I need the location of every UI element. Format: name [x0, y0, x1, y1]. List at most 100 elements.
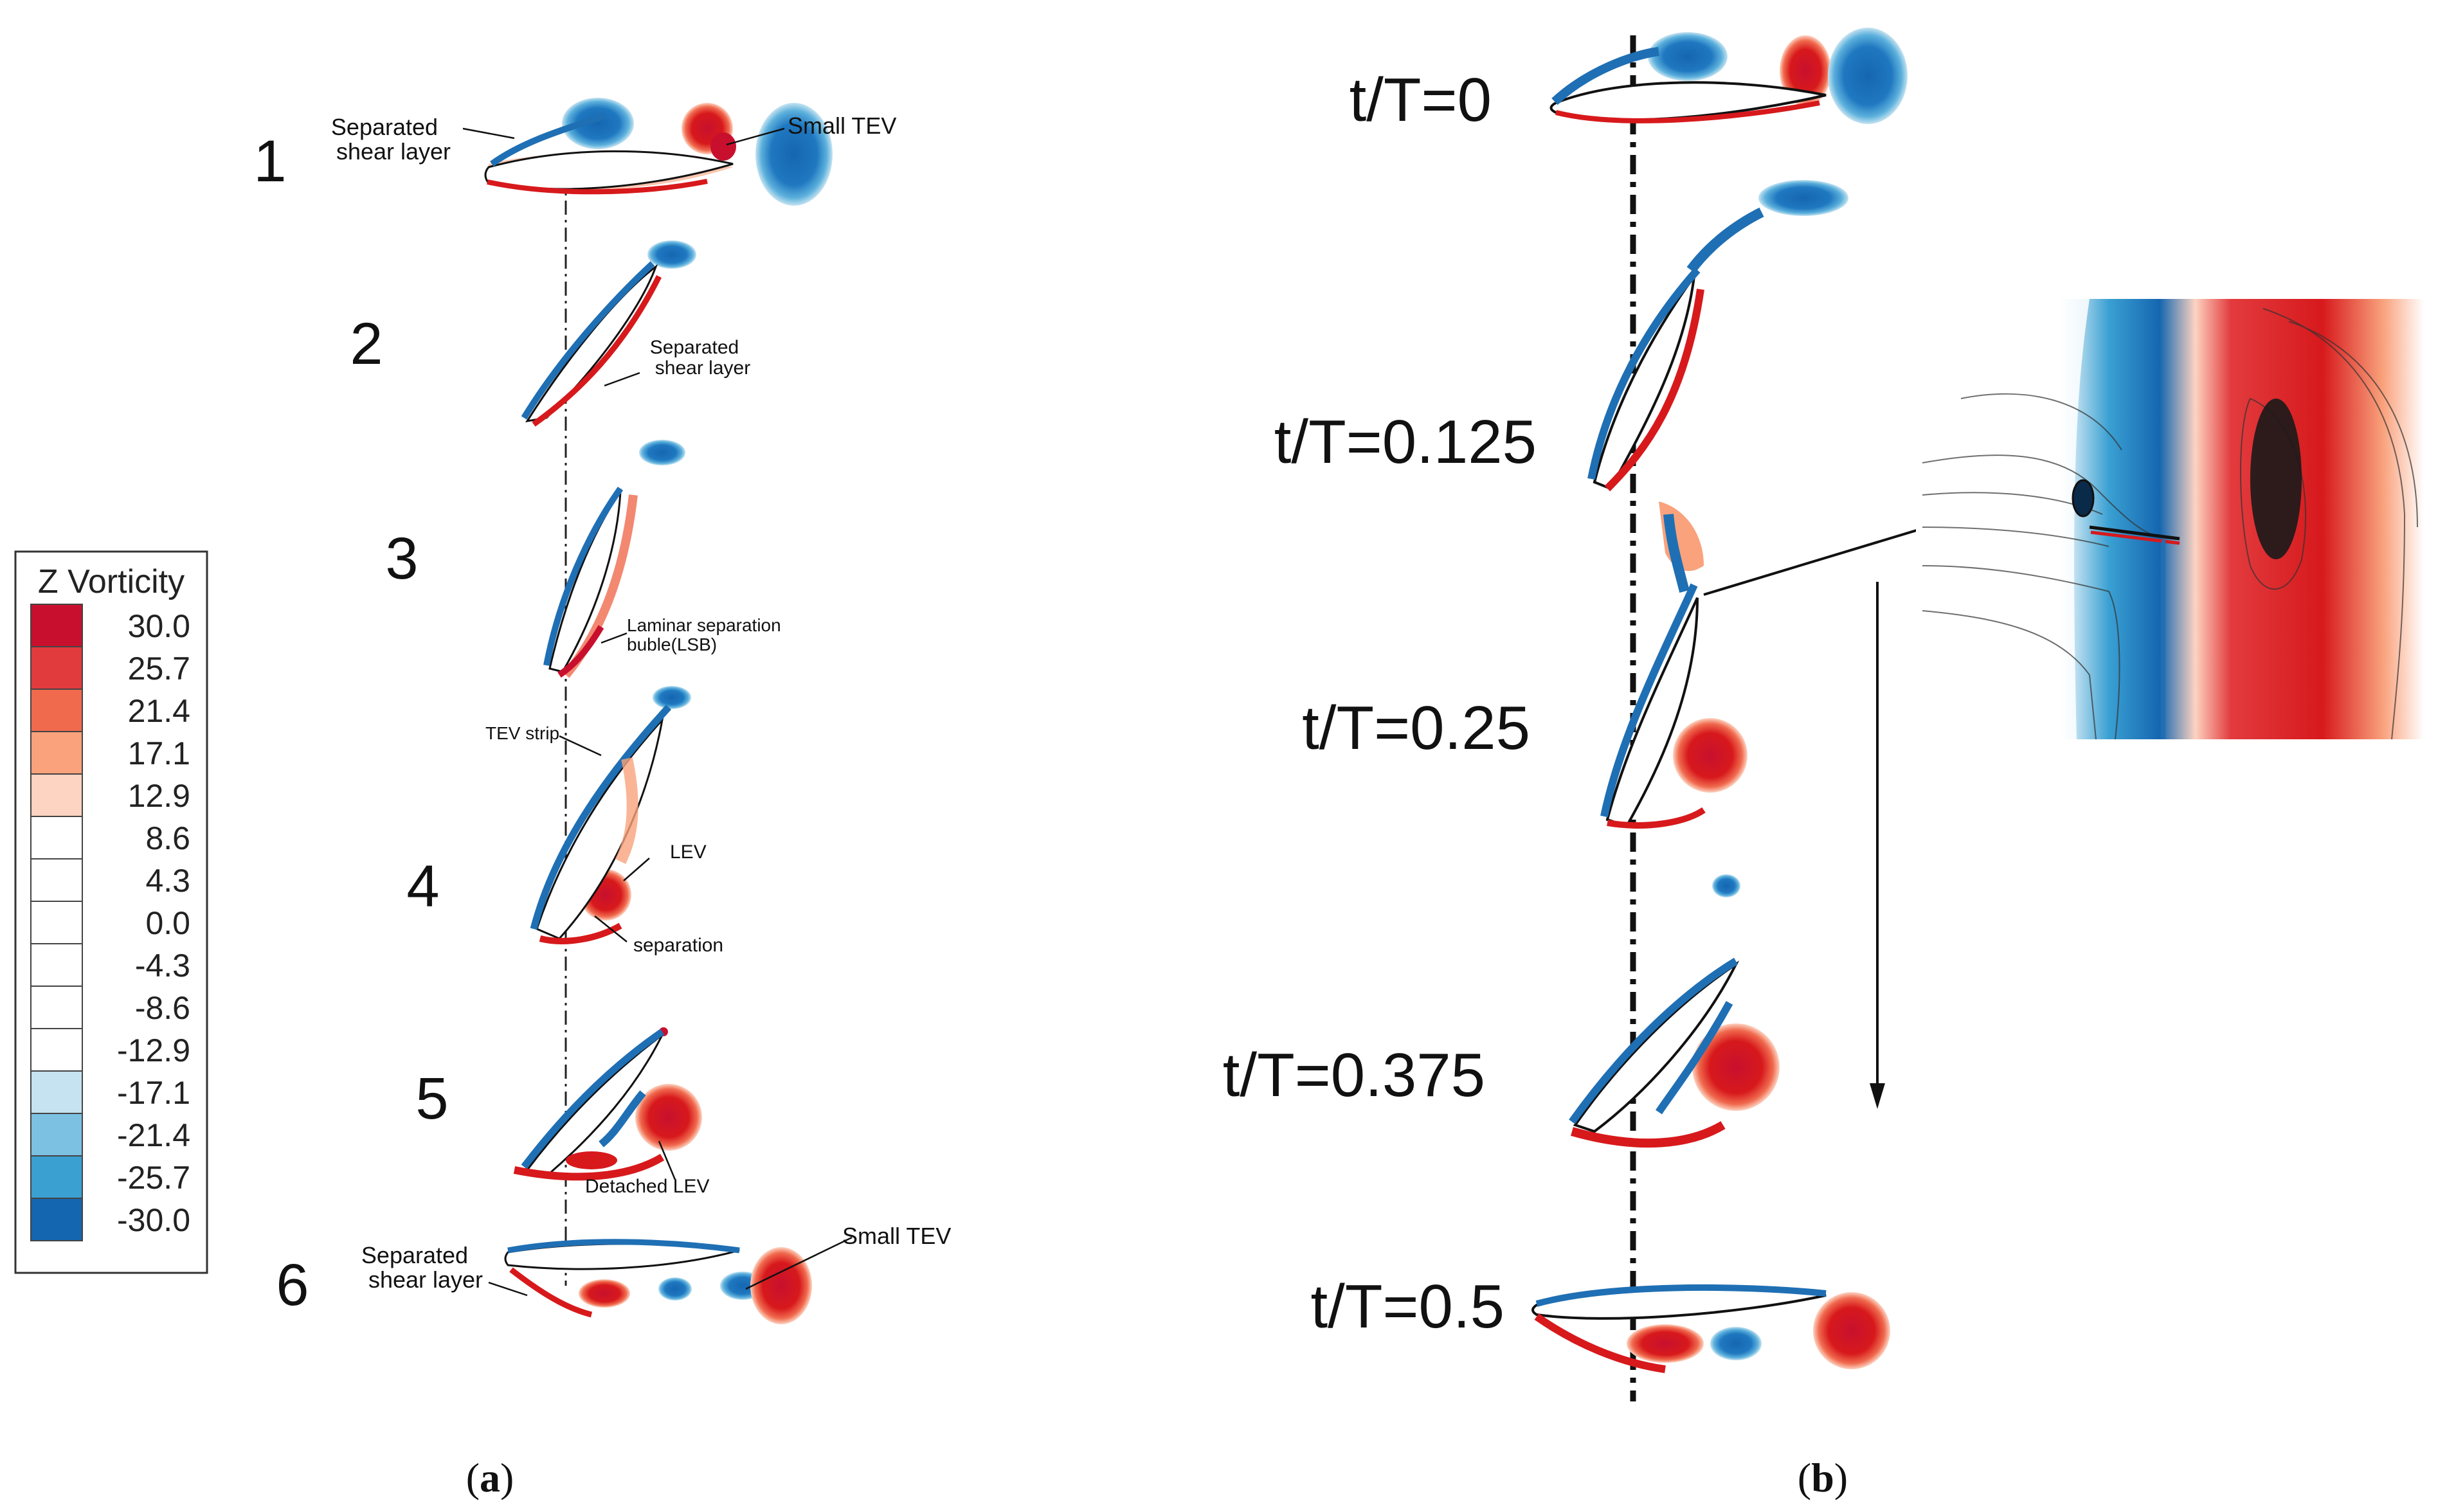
annotation-small-tev: Small TEV: [788, 113, 896, 139]
vortex-neg: [1828, 28, 1908, 124]
panel-b-frame-25: [1600, 501, 1747, 829]
shear-layer-neg: [521, 261, 655, 420]
legend-swatch: [30, 646, 83, 690]
annotation-shear-layer: shear layer: [655, 357, 750, 379]
shear-layer-pos: [1571, 1120, 1726, 1148]
panel-b-caption-letter: b: [1811, 1455, 1834, 1500]
panel-b-frame-375: [1569, 874, 1780, 1148]
time-label: t/T=0.25: [1302, 694, 1530, 762]
leader-line: [488, 1281, 528, 1297]
time-label: t/T=0.375: [1223, 1041, 1485, 1110]
annotation-separation: separation: [633, 935, 723, 956]
lsb-region: [557, 625, 604, 678]
legend-swatch: [30, 731, 83, 775]
shear-layer-neg: [490, 113, 606, 167]
vortex-pos: [1673, 718, 1747, 793]
legend-swatch: [30, 943, 83, 987]
streamline: [1922, 565, 2120, 740]
legend-level-label: -12.9: [117, 1032, 190, 1068]
shear-layer-neg: [543, 487, 624, 666]
panel-a-frame-3: [543, 440, 685, 678]
annotation-tev-strip: TEV strip: [485, 723, 559, 743]
panel-b-frame-0: [1549, 28, 1908, 124]
vortex-neg: [755, 103, 833, 206]
shear-layer-neg: [1600, 583, 1698, 818]
legend-level-label: -17.1: [117, 1075, 190, 1111]
shear-layer-neg: [1587, 267, 1701, 480]
leader-line: [559, 735, 602, 757]
legend-level-label: 21.4: [128, 693, 190, 729]
vortex-core: [2250, 399, 2302, 559]
zoom-freestream: [1916, 299, 2090, 739]
shear-layer-pos: [1607, 807, 1706, 829]
shear-layer-neg: [1686, 207, 1764, 273]
panel-b-caption: (b): [1798, 1455, 1848, 1500]
legend-swatch: [30, 1198, 83, 1241]
frame-number-3: 3: [385, 526, 418, 591]
shear-layer-pos: [509, 1267, 593, 1318]
leader-line: [600, 632, 628, 644]
detached-lev-vortex: [635, 1084, 702, 1151]
vortex-neg: [639, 440, 685, 465]
airfoil: [525, 264, 658, 423]
shear-layer-neg: [521, 1029, 665, 1169]
annotation-lsb-abbrev: buble(LSB): [627, 634, 717, 654]
legend-level-label: -25.7: [117, 1160, 190, 1196]
leader-line: [462, 127, 515, 140]
shear-layer-pos: [487, 179, 708, 195]
airfoil: [1549, 81, 1827, 122]
panel-a-frame-5: [513, 1027, 702, 1181]
airfoil: [1605, 597, 1699, 828]
panel-b-frame-125: [1587, 180, 1848, 492]
annotation-separated: Separated: [361, 1242, 468, 1268]
legend-level-label: 4.3: [145, 863, 190, 899]
legend-level-label: 0.0: [145, 905, 190, 941]
leader-line: [726, 127, 785, 146]
frame-number-1: 1: [253, 129, 286, 194]
shear-layer-neg: [1535, 1284, 1827, 1307]
legend-swatch: [30, 688, 83, 732]
vortex-neg: [1712, 874, 1740, 897]
shear-layer-pos: [615, 757, 638, 865]
vortex-neg: [653, 686, 691, 709]
legend-level-label: -21.4: [117, 1117, 190, 1153]
vortex-pos: [750, 1247, 812, 1324]
vortex-neg: [658, 1277, 692, 1300]
streamline: [1922, 526, 2109, 547]
time-label: t/T=0.5: [1311, 1272, 1505, 1341]
legend-swatch: [30, 816, 83, 860]
legend-title: Z Vorticity: [38, 563, 185, 600]
legend-swatches: 30.025.721.417.112.98.64.30.0-4.3-8.6-12…: [30, 604, 190, 1241]
frame-number-4: 4: [406, 854, 439, 919]
leader-line: [604, 372, 640, 387]
legend-level-label: -4.3: [135, 948, 190, 984]
shear-layer-neg: [1663, 514, 1690, 593]
legend-level-label: -30.0: [117, 1202, 190, 1238]
vortex-pos: [579, 1279, 630, 1308]
annotation-small-tev: Small TEV: [842, 1223, 951, 1249]
streamline: [1922, 610, 2097, 740]
shear-layer-pos: [532, 274, 662, 427]
panel-a-caption-letter: a: [480, 1455, 500, 1500]
frame-number-6: 6: [276, 1252, 309, 1318]
legend-swatch: [30, 1028, 83, 1072]
leader-line: [658, 1140, 676, 1180]
leader-line: [623, 858, 650, 881]
legend-swatch: [30, 604, 83, 647]
shear-layer-pos: [1604, 289, 1704, 492]
shear-layer-pos: [513, 1153, 665, 1181]
streamline: [2288, 321, 2418, 528]
legend-swatch: [30, 773, 83, 817]
streamline: [2262, 308, 2406, 740]
shear-layer-pos: [1534, 1313, 1666, 1373]
panel-a-frame-1: [484, 98, 833, 206]
annotation-shear-layer: shear layer: [336, 138, 451, 165]
legend-swatch: [30, 858, 83, 902]
legend-level-label: -8.6: [135, 990, 190, 1026]
timeline-arrowhead: [1870, 1083, 1885, 1109]
shear-layer-neg: [1551, 47, 1659, 105]
panel-a-frame-2: [521, 240, 696, 427]
panel-a-caption: (a): [466, 1455, 514, 1500]
